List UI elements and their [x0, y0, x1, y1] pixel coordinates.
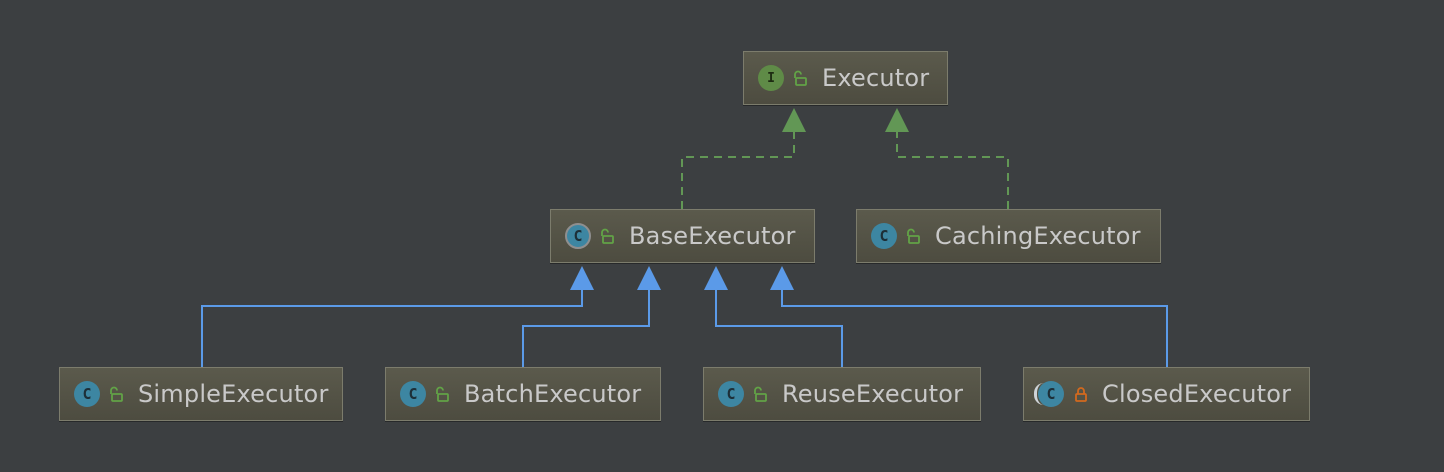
- locked-icon: [1070, 386, 1092, 402]
- edge-base-implements-executor: [681, 130, 795, 209]
- node-label: ClosedExecutor: [1102, 380, 1292, 408]
- node-label: SimpleExecutor: [138, 380, 329, 408]
- node-simple-executor[interactable]: C SimpleExecutor: [59, 367, 343, 421]
- unlocked-icon: [903, 228, 925, 244]
- class-icon: C: [871, 223, 897, 249]
- node-label: Executor: [822, 64, 930, 92]
- unlocked-icon: [750, 386, 772, 402]
- node-executor[interactable]: I Executor: [743, 51, 948, 105]
- unlocked-icon: [106, 386, 128, 402]
- arrowhead-implements: [782, 108, 806, 132]
- class-icon: C: [400, 381, 426, 407]
- class-icon: C: [718, 381, 744, 407]
- node-label: BatchExecutor: [464, 380, 642, 408]
- edge-simple-extends-base: [201, 290, 583, 367]
- arrowhead-extends: [704, 266, 728, 290]
- abstract-class-icon: C: [565, 223, 591, 249]
- edge-closed-extends-base: [781, 290, 1168, 367]
- node-label: ReuseExecutor: [782, 380, 964, 408]
- node-reuse-executor[interactable]: C ReuseExecutor: [703, 367, 981, 421]
- arrowhead-extends: [770, 266, 794, 290]
- unlocked-icon: [432, 386, 454, 402]
- arrowhead-extends: [570, 266, 594, 290]
- arrowhead-implements: [885, 108, 909, 132]
- node-label: BaseExecutor: [629, 222, 796, 250]
- arrowhead-extends: [637, 266, 661, 290]
- class-icon: C: [74, 381, 100, 407]
- node-base-executor[interactable]: C BaseExecutor: [550, 209, 815, 263]
- interface-icon: I: [758, 65, 784, 91]
- node-caching-executor[interactable]: C CachingExecutor: [856, 209, 1161, 263]
- edge-reuse-extends-base: [715, 290, 843, 367]
- unlocked-icon: [597, 228, 619, 244]
- edge-batch-extends-base: [522, 290, 650, 367]
- edge-caching-implements-executor: [896, 130, 1009, 209]
- unlocked-icon: [790, 70, 812, 86]
- anonymous-class-icon: C: [1034, 381, 1064, 407]
- node-label: CachingExecutor: [935, 222, 1141, 250]
- node-batch-executor[interactable]: C BatchExecutor: [385, 367, 661, 421]
- node-closed-executor[interactable]: C ClosedExecutor: [1023, 367, 1310, 421]
